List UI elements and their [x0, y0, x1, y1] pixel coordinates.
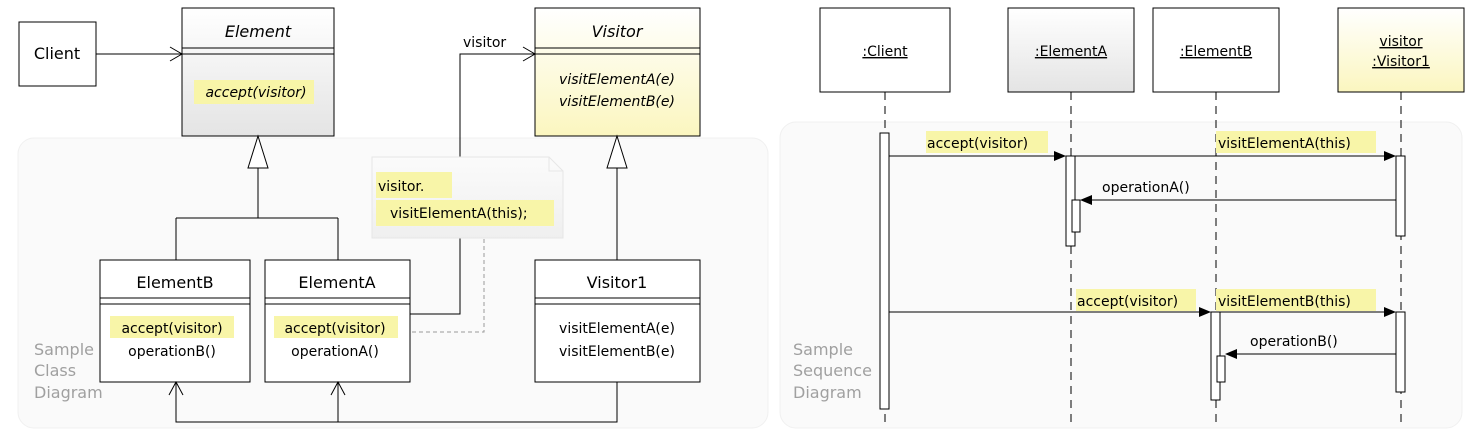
- element-a-class-box: ElementA accept(visitor) operationA(): [264, 259, 411, 383]
- class-diagram-caption: Sample Class Diagram: [34, 340, 103, 402]
- svg-text:accept(visitor): accept(visitor): [1077, 294, 1178, 310]
- element-accept-op: accept(visitor): [205, 85, 306, 101]
- lifeline-element-b: :ElementB: [1152, 7, 1280, 425]
- lifeline-visitor1: visitor :Visitor1: [1337, 7, 1465, 425]
- activation-client: [879, 132, 890, 410]
- element-b-operation-op: operationB(): [128, 344, 216, 360]
- highlight: [110, 316, 234, 338]
- element-b-accept-op: accept(visitor): [121, 321, 222, 337]
- visitor-visit-b-op: visitElementB(e): [559, 94, 675, 110]
- element-a-name: ElementA: [298, 273, 375, 292]
- lifeline-element-b-name: :ElementB: [1180, 44, 1252, 60]
- implementation-note: visitor. visitElementA(this);: [371, 156, 564, 333]
- svg-text:Sample: Sample: [34, 340, 94, 359]
- client-class-box: Client: [18, 21, 97, 87]
- visitor1-class-box: Visitor1 visitElementA(e) visitElementB(…: [534, 259, 701, 383]
- activation-visitor-b: [1395, 311, 1406, 393]
- element-generalization: [175, 134, 339, 260]
- client-class-name: Client: [34, 44, 80, 63]
- svg-text:operationB(): operationB(): [1250, 334, 1338, 350]
- lifeline-visitor1-name-line2: :Visitor1: [1372, 54, 1430, 70]
- svg-text:Diagram: Diagram: [793, 383, 862, 402]
- lifeline-client: :Client: [819, 7, 951, 425]
- visitor1-visit-a-op: visitElementA(e): [559, 321, 675, 337]
- visitor-generalization: [606, 134, 628, 260]
- note-line-1: visitor.: [378, 179, 424, 195]
- element-a-accept-op: accept(visitor): [284, 321, 385, 337]
- class-diagram: Sample Class Diagram Client Element acce…: [17, 7, 769, 429]
- lifeline-element-a: :ElementA: [1007, 7, 1135, 425]
- svg-text:Diagram: Diagram: [34, 383, 103, 402]
- highlight: [926, 131, 1048, 153]
- lifeline-element-a-name: :ElementA: [1035, 44, 1108, 60]
- svg-text:visitElementA(this): visitElementA(this): [1218, 136, 1351, 152]
- lifeline-visitor1-name-line1: visitor: [1379, 34, 1422, 50]
- svg-text:operationA(): operationA(): [1102, 180, 1190, 196]
- message-accept-b: accept(visitor): [889, 289, 1211, 317]
- client-element-association: [96, 46, 183, 62]
- association-role-label: visitor: [463, 35, 506, 51]
- svg-text:Sequence: Sequence: [793, 361, 872, 380]
- highlight: [274, 316, 398, 338]
- message-visit-b: visitElementB(this): [1216, 289, 1396, 317]
- highlight: [1076, 289, 1196, 311]
- lifeline-client-name: :Client: [862, 44, 908, 60]
- element-interface-name: Element: [225, 22, 292, 41]
- element-b-name: ElementB: [136, 273, 213, 292]
- activation-element-a-nested: [1071, 199, 1081, 233]
- element-interface-box: Element accept(visitor): [181, 7, 335, 137]
- activation-element-b-nested: [1216, 355, 1226, 383]
- message-visit-a: visitElementA(this): [1075, 131, 1396, 161]
- highlight: [376, 200, 554, 226]
- highlight: [1216, 289, 1376, 311]
- svg-text:Sample: Sample: [793, 340, 853, 359]
- visitor1-visit-b-op: visitElementB(e): [559, 344, 675, 360]
- activation-visitor-a: [1395, 155, 1406, 237]
- activation-bars: [879, 132, 1406, 410]
- message-accept-a: accept(visitor): [889, 131, 1066, 161]
- visitor-interface-box: Visitor visitElementA(e) visitElementB(e…: [534, 7, 701, 137]
- visitor-interface-name: Visitor: [592, 22, 644, 41]
- element-a-operation-op: operationA(): [291, 344, 379, 360]
- message-operation-b: operationB(): [1225, 334, 1396, 359]
- highlight: [376, 172, 452, 198]
- svg-text:visitElementB(this): visitElementB(this): [1218, 294, 1351, 310]
- svg-text:Class: Class: [34, 361, 76, 380]
- sequence-diagram-caption: Sample Sequence Diagram: [793, 340, 872, 402]
- message-operation-a: operationA(): [1080, 180, 1396, 205]
- highlight: [194, 80, 314, 104]
- visitor1-name: Visitor1: [587, 273, 648, 292]
- visitor1-dependencies: [168, 380, 618, 423]
- note-line-2: visitElementA(this);: [390, 206, 528, 222]
- element-b-class-box: ElementB accept(visitor) operationB(): [99, 259, 251, 383]
- sequence-diagram: Sample Sequence Diagram :Client :Element…: [779, 7, 1465, 429]
- sequence-diagram-frame: [779, 121, 1463, 429]
- visitor-visit-a-op: visitElementA(e): [559, 72, 675, 88]
- svg-text:accept(visitor): accept(visitor): [927, 136, 1028, 152]
- highlight: [1216, 131, 1376, 153]
